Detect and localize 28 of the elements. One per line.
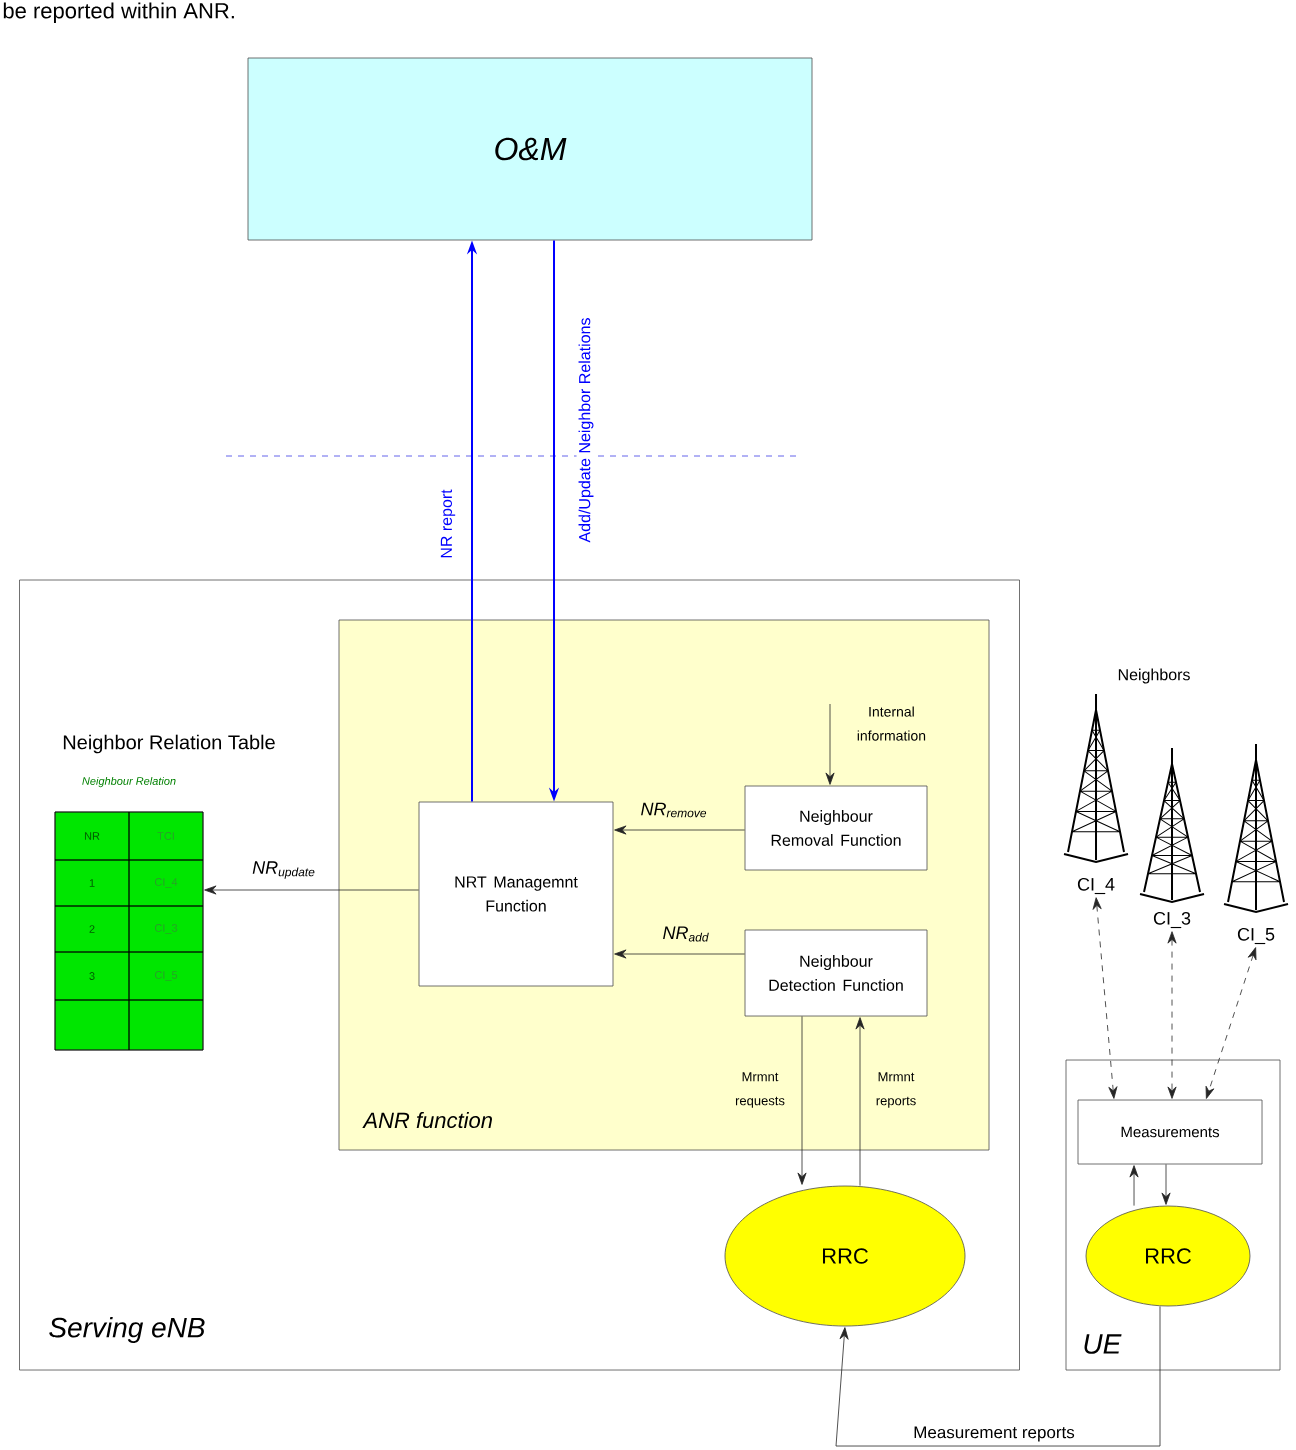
process-box: Neighbour Removal Function [744, 785, 928, 871]
text-label: be reported within ANR. [3, 2, 234, 23]
arrow [614, 825, 745, 835]
text-label: Neighbors [1118, 668, 1190, 684]
tower-label: CI_5 [1237, 927, 1275, 945]
arrow [1129, 1165, 1139, 1206]
edge-label: Measurement reports [911, 1424, 1077, 1444]
arrow [204, 885, 419, 895]
arrow [1161, 1164, 1171, 1205]
arrow [1205, 947, 1257, 1099]
arrow [614, 949, 745, 959]
process-box: Neighbour Detection Function [744, 929, 928, 1017]
edge-label: NR$_{update}$ [252, 861, 315, 879]
arrow [825, 703, 835, 785]
arrow [797, 1016, 807, 1185]
table-title: Neighbor Relation Table [63, 734, 275, 754]
edge-label: NR$_{remove}$ [641, 802, 707, 818]
tower-label: CI_4 [1077, 877, 1115, 895]
arrow [855, 1017, 865, 1186]
arrow [1092, 897, 1118, 1099]
edge-label: NR$_{add}$ [663, 926, 709, 942]
arrow [1167, 931, 1177, 1099]
process-box: NRT Managemnt Function [418, 801, 614, 987]
tower-label: CI_3 [1153, 911, 1191, 929]
edge-label: NR report [438, 487, 458, 561]
arrow [835, 1306, 1161, 1447]
process-box: O&M [247, 57, 813, 241]
edge-label: Add/Update Neighbor Relations [576, 315, 596, 545]
